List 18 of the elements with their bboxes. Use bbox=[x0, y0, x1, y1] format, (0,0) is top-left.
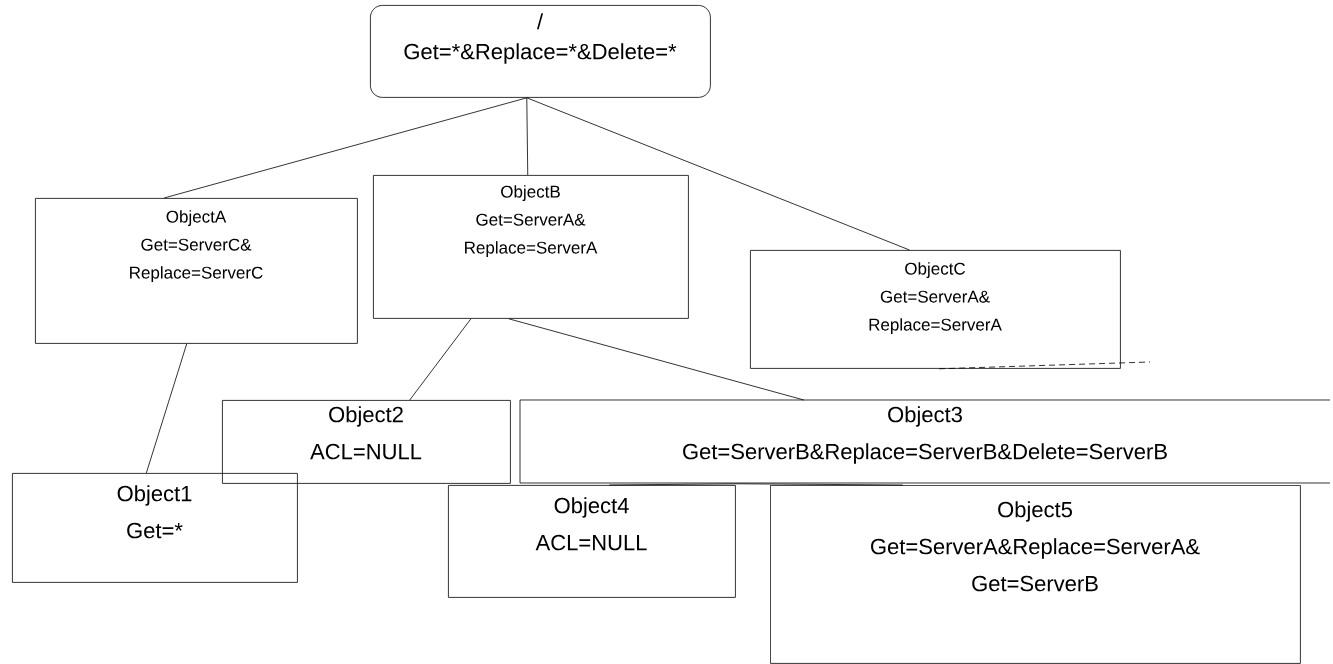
text-box: ObjectA Get=ServerC& Replace=ServerC bbox=[35, 198, 358, 344]
text-box: Object4 ACL=NULL bbox=[448, 485, 736, 598]
connector-line bbox=[163, 97, 528, 199]
text-box: ObjectB Get=ServerA& Replace=ServerA bbox=[373, 175, 689, 319]
text-box: Object3 Get=ServerB&Replace=ServerB&Delete=ServerB bbox=[519, 399, 1331, 484]
dashed-line bbox=[938, 361, 1151, 370]
connector-line bbox=[508, 318, 805, 401]
rounded-box: / Get=*&Replace=*&Delete=* bbox=[370, 5, 711, 98]
connector-line bbox=[145, 343, 188, 474]
connector-line bbox=[738, 483, 904, 486]
text-box: Object1 Get=* bbox=[12, 473, 298, 583]
connector-line bbox=[608, 483, 740, 486]
connector-line bbox=[409, 318, 472, 401]
text-box: ObjectC Get=ServerA& Replace=ServerA bbox=[750, 250, 1121, 369]
connector-line bbox=[526, 97, 910, 251]
connector-line bbox=[526, 97, 529, 176]
text-box: Object5 Get=ServerA&Replace=ServerA& Get=ServerB bbox=[770, 485, 1301, 664]
text-box: Object2 ACL=NULL bbox=[222, 400, 511, 484]
